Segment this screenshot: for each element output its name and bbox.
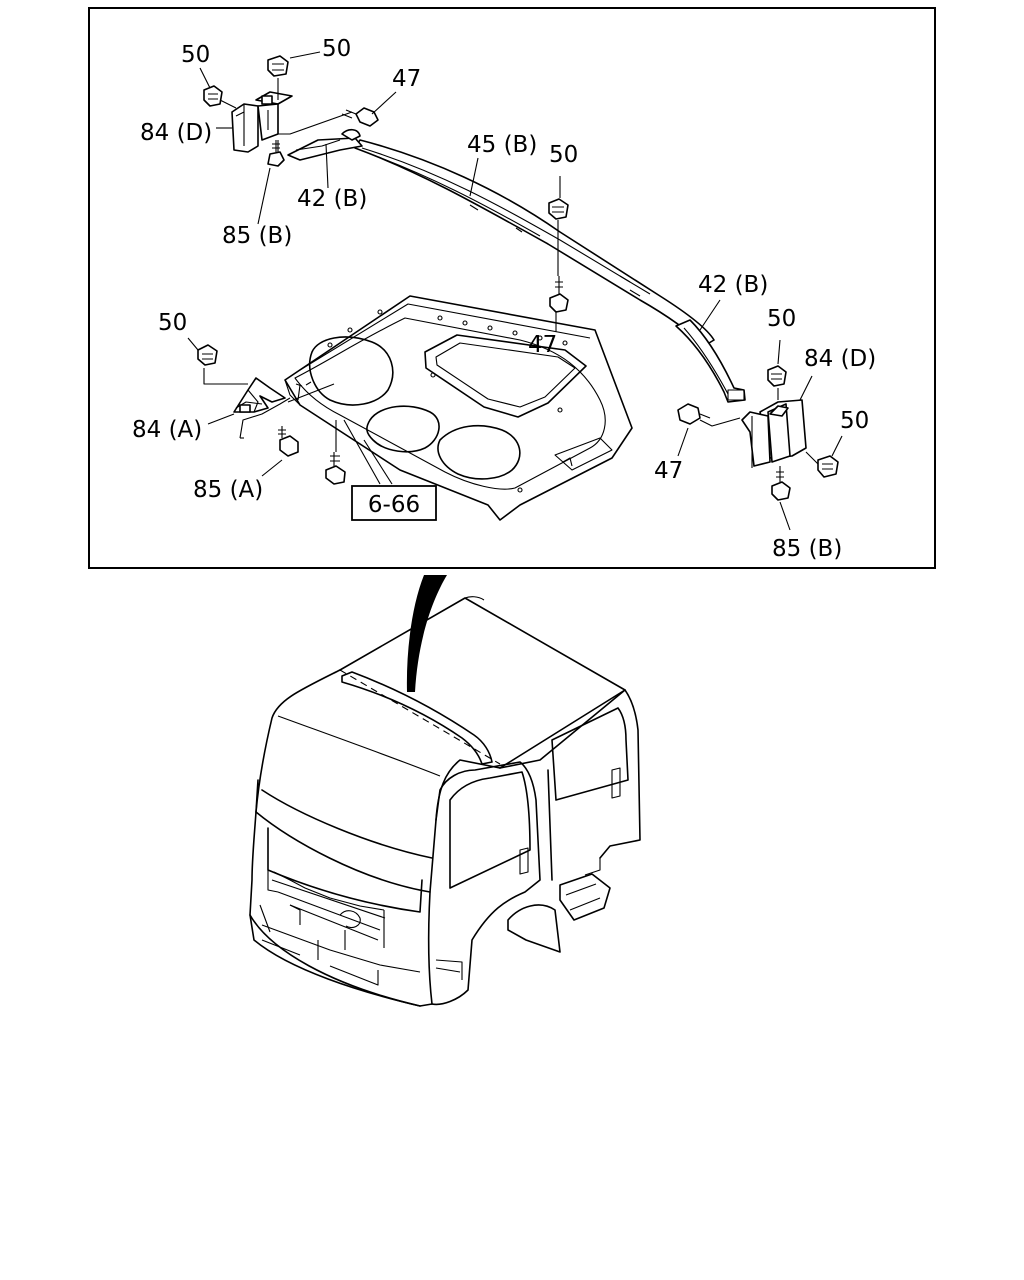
clip-50-rail <box>548 198 569 220</box>
callout-85b: 85 (B) <box>222 223 292 249</box>
detail-frame <box>88 7 936 569</box>
callout-42b: 42 (B) <box>297 186 367 212</box>
bracket-84d-left <box>231 91 293 153</box>
clip-50-right <box>817 455 839 478</box>
screw-85b-left <box>267 140 285 167</box>
callout-84d: 84 (D) <box>140 120 212 146</box>
callout-84d: 84 (D) <box>804 346 876 372</box>
callout-42b: 42 (B) <box>698 272 768 298</box>
leader-lines <box>187 51 843 531</box>
reference-box: 6-66 <box>351 485 437 521</box>
truck-cab <box>249 596 641 1007</box>
callout-50: 50 <box>322 36 351 62</box>
screw-85b-right <box>771 466 791 501</box>
callout-50: 50 <box>158 310 187 336</box>
callout-labels: 50 50 47 84 (D) 42 (B) 85 (B) 45 (B) 50 … <box>132 36 876 562</box>
screw-85a <box>278 426 299 457</box>
pointer-arrow <box>406 575 447 692</box>
screw-6-66 <box>325 452 346 485</box>
clip-50-top-mid <box>267 55 289 77</box>
end-trim-42b-left <box>287 128 363 161</box>
callout-50: 50 <box>840 408 869 434</box>
callout-50: 50 <box>549 142 578 168</box>
roof-rail-45b <box>354 139 715 347</box>
clip-50-top-left <box>203 85 223 107</box>
callout-85b: 85 (B) <box>772 536 842 562</box>
screw-47-mid <box>549 276 569 313</box>
callout-47: 47 <box>528 332 557 358</box>
clip-50-left-mid <box>197 344 218 366</box>
callout-47: 47 <box>654 458 683 484</box>
screw-47-top <box>341 107 379 127</box>
end-trim-42b-right <box>675 319 746 403</box>
callout-84a: 84 (A) <box>132 417 202 443</box>
bracket-84a <box>233 377 291 439</box>
screw-47-right <box>677 403 711 425</box>
roof-lining-panel <box>284 295 633 521</box>
bracket-84d-right <box>741 399 807 468</box>
callout-45b: 45 (B) <box>467 132 537 158</box>
callout-85a: 85 (A) <box>193 477 263 503</box>
callout-50: 50 <box>181 42 210 68</box>
reference-label: 6-66 <box>368 492 420 518</box>
callout-50: 50 <box>767 306 796 332</box>
clip-50-right-top <box>767 365 787 387</box>
callout-47: 47 <box>392 66 421 92</box>
